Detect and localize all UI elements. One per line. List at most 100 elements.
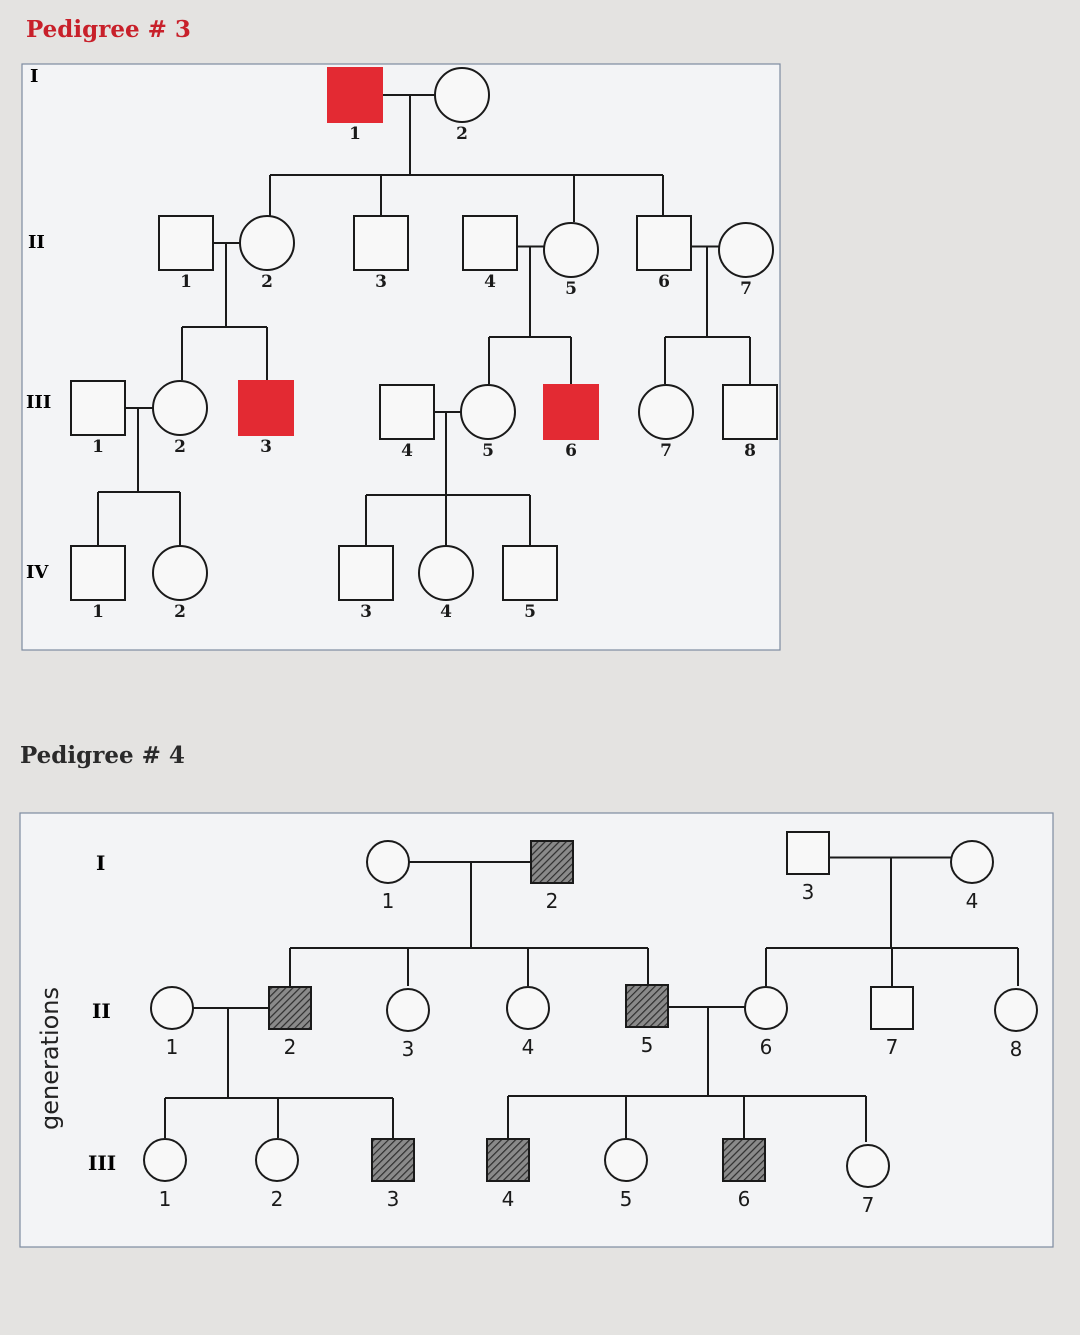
pedigree-3-frame (21, 63, 781, 651)
pedigree-3-connector-lines (97, 94, 751, 546)
individual-ii-7: 7 (718, 222, 774, 299)
individual-number: 1 (92, 437, 104, 457)
female-circle (143, 1138, 187, 1182)
individual-number: 7 (886, 1035, 899, 1059)
individual-ii-4: 4 (462, 215, 518, 292)
individual-number: 7 (862, 1193, 875, 1217)
individual-iii-4: 4 (486, 1138, 530, 1211)
individual-number: 4 (484, 272, 496, 292)
individual-number: 1 (382, 889, 395, 913)
individual-ii-3: 3 (353, 215, 409, 292)
individual-number: 1 (349, 124, 361, 144)
individual-i-1: 1 (327, 67, 383, 144)
female-circle (366, 840, 410, 884)
generation-label: II (92, 999, 111, 1023)
generation-label: I (96, 851, 105, 875)
individual-i-3: 3 (786, 831, 830, 904)
female-circle (506, 986, 550, 1030)
individual-ii-2: 2 (268, 986, 312, 1059)
individual-number: 6 (760, 1035, 773, 1059)
individual-ii-6: 6 (744, 986, 788, 1059)
individual-number: 7 (660, 441, 672, 461)
male-square (462, 215, 518, 271)
male-square (379, 384, 435, 440)
individual-number: 5 (620, 1187, 633, 1211)
female-circle (604, 1138, 648, 1182)
individual-iii-7: 7 (638, 384, 694, 461)
individual-ii-5: 5 (543, 222, 599, 299)
individual-number: 2 (546, 889, 559, 913)
individual-iii-3: 3 (238, 380, 294, 457)
individual-iv-4: 4 (418, 545, 474, 622)
individual-iii-1: 1 (143, 1138, 187, 1211)
affected-male-square (530, 840, 574, 884)
female-circle (460, 384, 516, 440)
individual-iii-5: 5 (460, 384, 516, 461)
individual-iv-5: 5 (502, 545, 558, 622)
individual-iii-3: 3 (371, 1138, 415, 1211)
individual-number: 8 (744, 441, 756, 461)
individual-ii-2: 2 (239, 215, 295, 292)
affected-male-square (543, 384, 599, 440)
individual-number: 6 (658, 272, 670, 292)
individual-number: 1 (92, 602, 104, 622)
male-square (870, 986, 914, 1030)
individual-number: 2 (261, 272, 273, 292)
individual-iii-4: 4 (379, 384, 435, 461)
individual-number: 3 (402, 1037, 415, 1061)
generation-label: I (30, 66, 38, 87)
individual-i-2: 2 (530, 840, 574, 913)
individual-i-4: 4 (950, 840, 994, 913)
individual-number: 2 (284, 1035, 297, 1059)
individual-number: 3 (375, 272, 387, 292)
individual-iii-5: 5 (604, 1138, 648, 1211)
individual-number: 4 (522, 1035, 535, 1059)
male-square (353, 215, 409, 271)
individual-number: 2 (174, 437, 186, 457)
generation-label: IV (26, 562, 49, 583)
female-circle (152, 545, 208, 601)
affected-male-square (486, 1138, 530, 1182)
female-circle (744, 986, 788, 1030)
generation-label: III (26, 392, 51, 413)
male-square (70, 380, 126, 436)
male-square (158, 215, 214, 271)
female-circle (386, 988, 430, 1032)
individual-number: 6 (738, 1187, 751, 1211)
female-circle (152, 380, 208, 436)
individual-number: 2 (271, 1187, 284, 1211)
individual-iii-8: 8 (722, 384, 778, 461)
individual-iv-3: 3 (338, 545, 394, 622)
individual-number: 4 (502, 1187, 515, 1211)
pedigree-4-title: Pedigree # 4 (20, 742, 185, 769)
individual-iii-6: 6 (543, 384, 599, 461)
female-circle (994, 988, 1038, 1032)
individual-ii-1: 1 (150, 986, 194, 1059)
male-square (786, 831, 830, 875)
individual-number: 5 (482, 441, 494, 461)
individual-number: 1 (180, 272, 192, 292)
individual-iii-1: 1 (70, 380, 126, 457)
pedigree-4-generation-labels: I II III generations (36, 851, 116, 1175)
female-circle (239, 215, 295, 271)
affected-male-square (625, 984, 669, 1028)
generation-label: II (28, 232, 45, 253)
individual-iii-7: 7 (846, 1144, 890, 1217)
affected-male-square (371, 1138, 415, 1182)
individual-number: 4 (966, 889, 979, 913)
male-square (636, 215, 692, 271)
affected-male-square (238, 380, 294, 436)
male-square (722, 384, 778, 440)
individual-ii-4: 4 (506, 986, 550, 1059)
pedigree-3-title: Pedigree # 3 (26, 16, 191, 43)
affected-male-square (722, 1138, 766, 1182)
female-circle (638, 384, 694, 440)
male-square (70, 545, 126, 601)
individual-iii-6: 6 (722, 1138, 766, 1211)
individual-number: 7 (740, 279, 752, 299)
individual-number: 2 (456, 124, 468, 144)
individual-number: 3 (802, 880, 815, 904)
individual-number: 5 (641, 1033, 654, 1057)
